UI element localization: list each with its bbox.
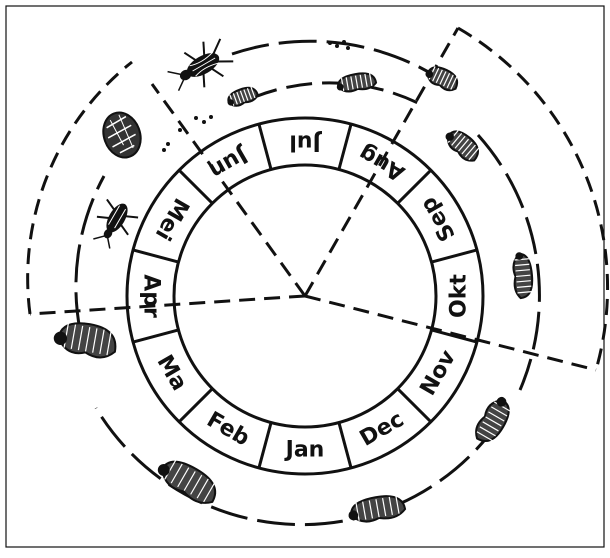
egg-dot	[342, 40, 346, 44]
separator-line-winter	[30, 296, 305, 314]
month-divider	[432, 330, 477, 342]
month-divider	[259, 423, 271, 468]
month-label: Apr	[139, 274, 164, 318]
grub-icon	[153, 452, 222, 508]
egg-dot	[346, 46, 350, 50]
grub-icon	[346, 493, 406, 526]
bracket-arc-left	[28, 62, 132, 314]
month-label: Jul	[289, 130, 322, 155]
egg-dot	[202, 120, 206, 124]
cocoon-icon	[97, 107, 147, 163]
month-label: Okt	[447, 274, 472, 318]
egg-dot	[209, 115, 213, 119]
grub-icon	[52, 318, 119, 360]
month-divider	[432, 250, 477, 262]
month-divider	[133, 250, 178, 262]
inner-orbit-top	[252, 83, 420, 104]
month-divider	[179, 389, 212, 422]
month-label: Jan	[284, 438, 325, 463]
month-divider	[339, 423, 351, 468]
month-label: Ma	[152, 351, 192, 395]
grub-icon	[472, 393, 516, 447]
month-divider	[259, 124, 271, 169]
grub-icon	[335, 71, 377, 94]
egg-dot	[166, 142, 170, 146]
month-divider	[133, 330, 178, 342]
egg-dot	[335, 44, 339, 48]
outer-frame	[6, 6, 604, 547]
grub-icon	[442, 125, 484, 165]
grub-icon	[225, 84, 259, 109]
month-divider	[179, 170, 212, 203]
grub-icon	[512, 251, 534, 298]
egg-dot	[194, 116, 198, 120]
inner-orbit	[252, 83, 420, 104]
egg-dot	[178, 128, 182, 132]
beetle-icon	[86, 195, 140, 253]
month-divider	[339, 124, 351, 169]
egg-dot	[328, 41, 332, 45]
beetle-icon	[164, 34, 238, 100]
separator-line-spring	[152, 84, 305, 296]
egg-dot	[162, 148, 166, 152]
phase-separators	[30, 28, 596, 370]
grub-icon	[423, 62, 461, 93]
orbit-left	[76, 176, 104, 330]
month-label: Jun	[205, 141, 253, 183]
